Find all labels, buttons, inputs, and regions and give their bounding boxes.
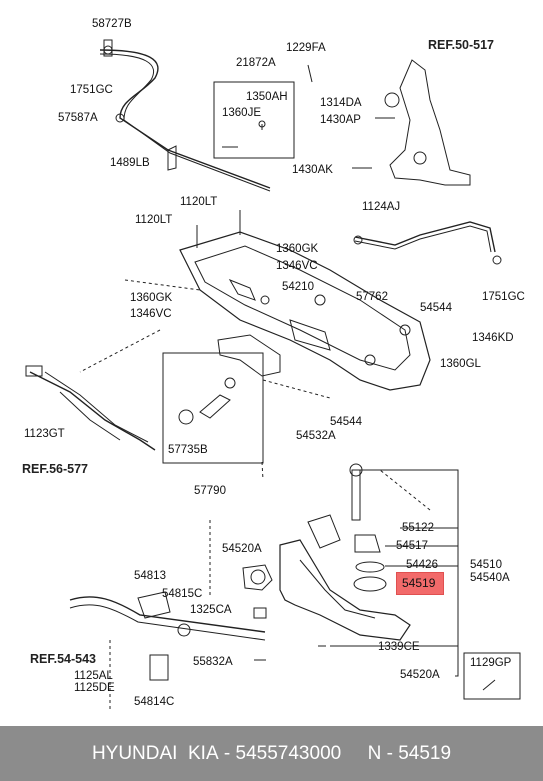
label-1339CE: 1339CE (378, 641, 420, 653)
label-57735B: 57735B (168, 444, 208, 456)
label-57762: 57762 (356, 291, 388, 303)
label-54540A: 54540A (470, 572, 510, 584)
label-1346KD: 1346KD (472, 332, 514, 344)
label-1123GT: 1123GT (24, 428, 65, 440)
label-1129GP: 1129GP (470, 657, 512, 669)
label-1751GC-top: 1751GC (70, 84, 113, 96)
footer-code-prefix: N - (367, 743, 399, 764)
label-54517: 54517 (396, 540, 428, 552)
label-1360GK-left: 1360GK (130, 292, 173, 304)
diagram-drawing (25, 39, 521, 710)
label-54814C: 54814C (134, 696, 175, 708)
label-1350AH: 1350AH (246, 91, 288, 103)
parts-diagram: REF.50-517 REF.56-577 REF.54-543 58727B … (22, 18, 525, 710)
label-1489LB: 1489LB (110, 157, 150, 169)
label-54426: 54426 (406, 559, 438, 571)
label-1360GL: 1360GL (440, 358, 481, 370)
ref-50-517[interactable]: REF.50-517 (428, 38, 495, 52)
label-1120LT-b: 1120LT (135, 214, 173, 226)
label-54520A-a: 54520A (222, 543, 262, 555)
label-54544-a: 54544 (420, 302, 452, 314)
highlighted-part-label: 54519 (402, 576, 436, 590)
label-54520A-b: 54520A (400, 669, 440, 681)
footer-sep: - (218, 743, 236, 764)
label-57790: 57790 (194, 485, 226, 497)
label-1125DE: 1125DE (74, 682, 115, 694)
label-1124AJ: 1124AJ (362, 201, 401, 213)
label-54532A: 54532A (296, 430, 336, 442)
label-58727B: 58727B (92, 18, 132, 30)
label-55832A: 55832A (193, 656, 233, 668)
highlighted-part-box[interactable] (396, 572, 444, 595)
label-1346VC-right: 1346VC (276, 260, 318, 272)
label-54813: 54813 (134, 570, 166, 582)
label-1430AK: 1430AK (292, 164, 333, 176)
ref-54-543[interactable]: REF.54-543 (30, 652, 97, 666)
label-21872A: 21872A (236, 57, 276, 69)
footer-code: 54519 (398, 743, 452, 764)
label-55122: 55122 (402, 522, 434, 534)
footer-part-number: 5455743000 (235, 743, 342, 764)
label-1360JE: 1360JE (222, 107, 262, 119)
label-1751GC-right: 1751GC (482, 291, 525, 303)
label-1325CA: 1325CA (190, 604, 232, 616)
label-1229FA: 1229FA (286, 42, 326, 54)
footer-brand: HYUNDAI KIA (91, 743, 219, 764)
label-1314DA: 1314DA (320, 97, 362, 109)
label-1430AP: 1430AP (320, 114, 361, 126)
ref-56-577[interactable]: REF.56-577 (22, 462, 89, 476)
label-1360GK-right: 1360GK (276, 243, 319, 255)
footer-gap (341, 726, 367, 781)
label-54210: 54210 (282, 281, 314, 293)
label-57587A: 57587A (58, 112, 98, 124)
label-54815C: 54815C (162, 588, 203, 600)
label-54510: 54510 (470, 559, 502, 571)
label-1346VC-left: 1346VC (130, 308, 172, 320)
label-1120LT-a: 1120LT (180, 196, 218, 208)
footer-bar: HYUNDAI KIA - 5455743000 N - 54519 (0, 726, 543, 781)
label-1125AL: 1125AL (74, 670, 113, 682)
label-54544-b: 54544 (330, 416, 362, 428)
